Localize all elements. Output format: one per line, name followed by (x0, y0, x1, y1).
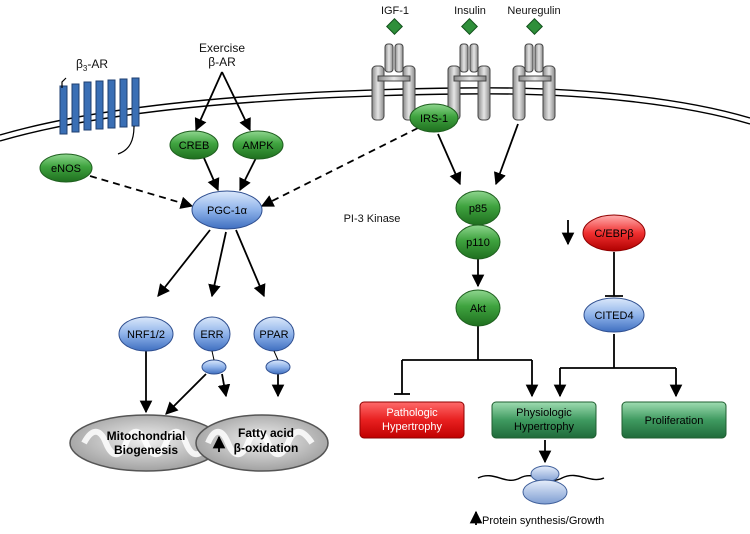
neuregulin-receptor (512, 43, 556, 121)
enos-node: eNOS (39, 153, 93, 183)
physiologic-hypertrophy-box: Physiologic Hypertrophy (491, 401, 597, 439)
cebpb-node: C/EBPβ (582, 214, 646, 252)
nrf-node: NRF1/2 (118, 316, 174, 352)
neuregulin-label: Neuregulin (507, 5, 560, 17)
bar-label: β-AR (208, 55, 236, 69)
pgc1a-node: PGC-1α (191, 190, 263, 230)
svg-text:NRF1/2: NRF1/2 (127, 329, 165, 341)
svg-text:Mitochondrial: Mitochondrial (107, 429, 186, 443)
svg-text:PPAR: PPAR (259, 329, 288, 341)
svg-text:Akt: Akt (470, 303, 486, 315)
b3ar-label: β3-AR (76, 57, 108, 73)
svg-text:Fatty acid: Fatty acid (238, 426, 294, 440)
igf1-diamond-icon (386, 18, 403, 35)
err-node: ERR (193, 316, 231, 375)
svg-text:Biogenesis: Biogenesis (114, 443, 178, 457)
igf1-ligand: IGF-1 (381, 5, 409, 35)
exercise-label: Exercise (199, 41, 245, 55)
svg-text:Hypertrophy: Hypertrophy (382, 421, 442, 433)
ampk-node: AMPK (232, 130, 284, 160)
svg-text:CREB: CREB (179, 140, 210, 152)
proliferation-box: Proliferation (621, 401, 727, 439)
svg-text:p85: p85 (469, 203, 487, 215)
neuregulin-diamond-icon (526, 18, 543, 35)
svg-text:C/EBPβ: C/EBPβ (594, 228, 633, 240)
mitochondria-biogenesis: Mitochondrial Biogenesis (69, 414, 223, 472)
neuregulin-ligand: Neuregulin (507, 5, 561, 35)
ppar-node: PPAR (253, 316, 295, 375)
svg-text:eNOS: eNOS (51, 163, 81, 175)
svg-text:ERR: ERR (200, 329, 223, 341)
svg-text:PGC-1α: PGC-1α (207, 205, 248, 217)
protein-synthesis-label: Protein synthesis/Growth (469, 510, 604, 527)
insulin-ligand: Insulin (454, 5, 486, 35)
svg-text:p110: p110 (466, 237, 490, 249)
b3ar-receptor (59, 77, 140, 155)
fatty-acid-oxidation: Fatty acid β-oxidation (195, 414, 329, 472)
svg-text:IRS-1: IRS-1 (420, 113, 448, 125)
svg-text:Proliferation: Proliferation (645, 415, 704, 427)
svg-text:Physiologic: Physiologic (516, 407, 572, 419)
pi3k-label: PI-3 Kinase (344, 213, 401, 225)
svg-text:Protein synthesis/Growth: Protein synthesis/Growth (482, 515, 604, 527)
svg-text:Pathologic: Pathologic (386, 407, 438, 419)
svg-text:β-oxidation: β-oxidation (234, 441, 299, 455)
p110-node: p110 (455, 224, 501, 260)
connectors (89, 71, 683, 464)
akt-node: Akt (455, 289, 501, 327)
irs1-node: IRS-1 (409, 103, 459, 133)
svg-text:CITED4: CITED4 (594, 310, 633, 322)
p85-node: p85 (455, 190, 501, 226)
ribosome-icon (477, 465, 605, 505)
pathologic-hypertrophy-box: Pathologic Hypertrophy (359, 401, 465, 439)
igf1-label: IGF-1 (381, 5, 409, 17)
cell-membrane (0, 87, 750, 142)
svg-text:AMPK: AMPK (242, 140, 274, 152)
insulin-label: Insulin (454, 5, 486, 17)
creb-node: CREB (169, 130, 219, 160)
insulin-diamond-icon (461, 18, 478, 35)
insulin-receptor (447, 43, 491, 121)
cited4-node: CITED4 (583, 297, 645, 333)
igf1-receptor (371, 43, 416, 121)
svg-text:Hypertrophy: Hypertrophy (514, 421, 574, 433)
